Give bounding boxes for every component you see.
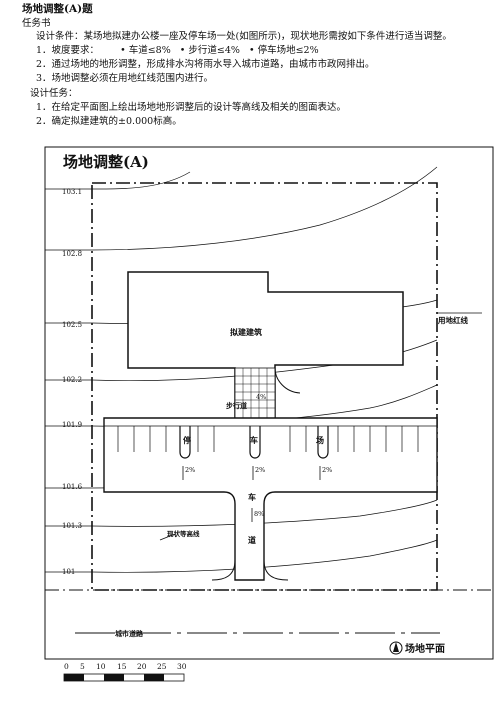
contour-101-3 [91,499,438,527]
scale-bar [63,673,185,682]
task-item-2: 2．确定拟建建筑的±0.000标高。 [36,116,182,127]
contour-labels: 103.1 102.8 102.5 102.2 101.9 101.6 101.… [62,188,83,576]
scale-tick-label: 20 [137,662,147,671]
contour-label: 101.3 [62,522,82,530]
slope-parking: • 停车场地≤2% [248,45,319,56]
walkway-hatch [234,367,276,419]
site-boundary-label: 用地红线 [438,315,468,325]
contour-label: 102.2 [62,376,82,384]
contour-103-1 [91,171,191,190]
driveway-char: 道 [248,535,256,545]
scale-ticks: 0 5 10 15 20 25 30 [64,662,187,671]
road-label: 城市道路 [115,629,144,638]
contour-101 [91,539,438,573]
contour-label: 102.5 [62,321,82,329]
task-item-1: 1．在给定平面图上绘出场地地形调整后的设计等高线及相关的图面表达。 [36,102,347,113]
drawing-frame [44,146,494,660]
parking-slope: 2% [322,466,332,474]
parking-char: 场 [316,435,324,445]
contour-label: 101.6 [62,483,83,491]
walkway-label: 步行道 [226,401,247,410]
walkway-slope: 4% [256,393,266,401]
contour-label: 102.8 [62,250,82,258]
driveway-curb-left [211,559,236,581]
parking-slopes: 2% 2% 2% [185,466,332,474]
slope-requirement-prefix: 1．坡度要求： [36,45,100,56]
contour-102-8 [91,166,438,251]
drainage-requirement: 2．通过场地的地形调整，形成排水沟将雨水导入城市道路，由城市市政网排出。 [36,59,375,70]
contour-legend: 现状等高线 [167,529,200,538]
parking-char: 停 [183,435,191,445]
plan-label: 场地平面 [405,642,445,655]
scale-tick-label: 15 [117,662,127,671]
scale-tick-label: 10 [96,662,106,671]
task-subheading: 任务书 [22,18,51,29]
driveway-slope: 8% [254,510,264,518]
slope-road: • 车道≤8% [120,45,171,56]
contour-label: 101.9 [62,421,82,429]
parking-island [317,426,329,459]
parking-slope: 2% [185,466,195,474]
scale-tick-label: 30 [177,662,187,671]
design-conditions: 设计条件：某场地拟建办公楼一座及停车场一处(如图所示)，现状地形需按如下条件进行… [36,31,452,42]
drawing-title: 场地调整(A) [63,153,149,171]
boundary-requirement: 3．场地调整必须在用地红线范围内进行。 [36,73,214,84]
parking-island [179,426,191,459]
contour-ticks [45,188,92,573]
parking-stalls [117,426,419,452]
proposed-building [127,271,404,419]
walkway-curb [274,367,301,394]
parking-label: 停 车 场 [183,435,324,445]
contour-label: 101 [62,568,75,576]
parking-char: 车 [250,435,258,445]
slope-walkway: • 步行道≤4% [179,45,240,56]
driveway-curb-right [263,559,289,581]
parking-slope: 2% [255,466,265,474]
tasks-heading: 设计任务： [30,88,78,99]
building-label: 拟建建筑 [230,327,262,337]
driveway-char: 车 [248,492,256,502]
scale-tick-label: 0 [64,662,69,671]
task-title: 场地调整(A)题 [22,3,93,15]
parking-and-driveway [103,417,438,581]
scale-tick-label: 25 [157,662,167,671]
legend-arrow [159,533,176,541]
slope-requirement: 1．坡度要求： • 车道≤8% • 步行道≤4% • 停车场地≤2% [36,46,319,56]
north-arrow-icon [389,641,403,655]
parking-slope-arrows [182,466,321,480]
contour-label: 103.1 [62,188,82,196]
parking-island [249,426,261,459]
scale-tick-label: 5 [80,662,85,671]
